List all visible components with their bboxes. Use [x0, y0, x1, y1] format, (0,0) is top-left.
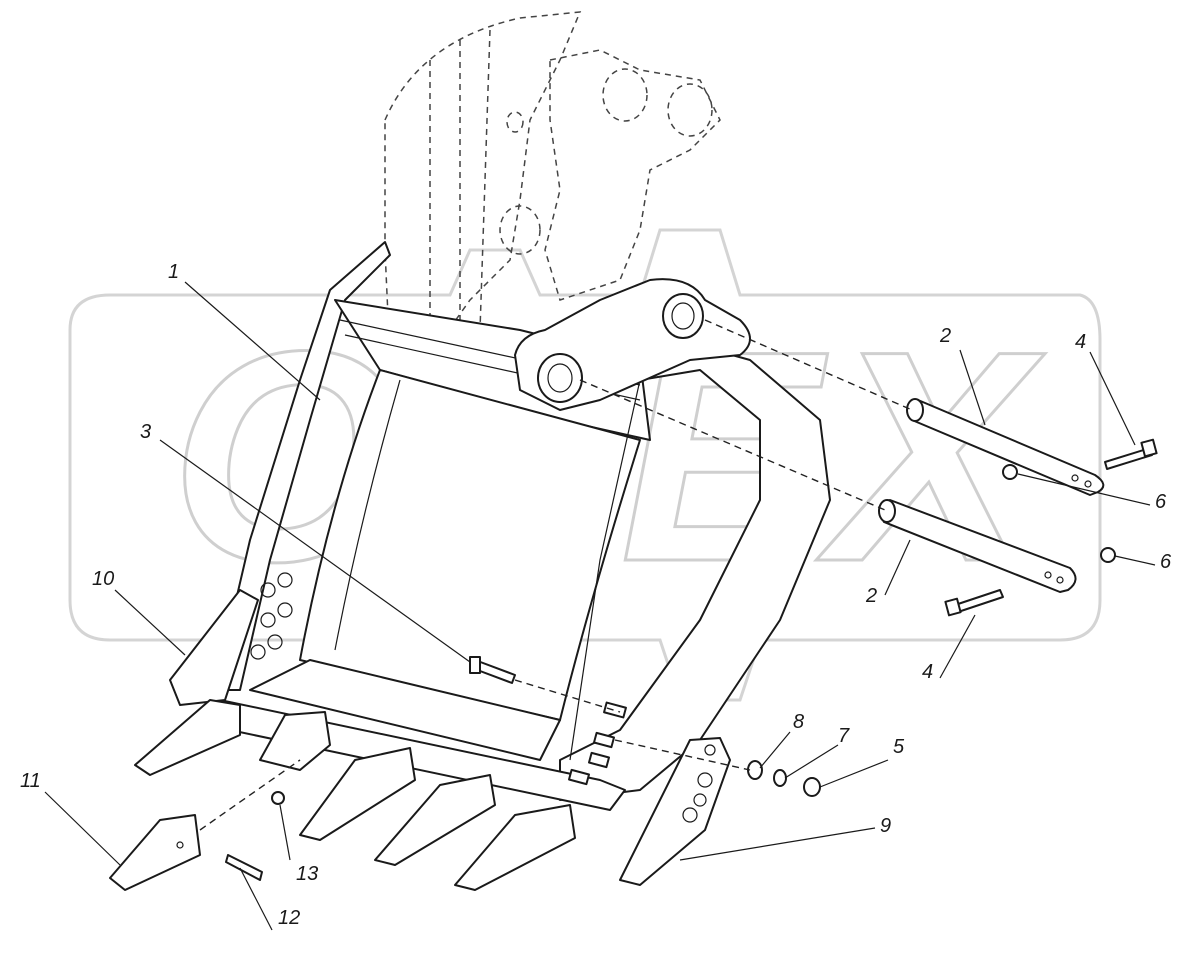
callout-2-lower: 2 [865, 585, 877, 607]
callout-8: 8 [793, 711, 804, 733]
callout-7: 7 [838, 725, 850, 747]
callout-13: 13 [296, 863, 318, 885]
callout-6-lower: 6 [1160, 551, 1172, 573]
nut-6-upper [1002, 464, 1018, 480]
nut-6-lower [1100, 547, 1116, 563]
callout-5: 5 [893, 736, 905, 758]
callout-1: 1 [168, 261, 179, 283]
callout-labels: 1 2 2 3 4 4 5 6 6 7 8 9 10 11 12 13 [20, 261, 1172, 929]
callout-12: 12 [278, 907, 300, 929]
bucket-body [214, 241, 831, 811]
washer-8 [747, 760, 763, 780]
callout-2-upper: 2 [939, 325, 951, 347]
side-cutter-right [619, 737, 731, 886]
callout-9: 9 [880, 815, 891, 837]
teeth-row [134, 699, 576, 891]
leader-lines [44, 281, 1156, 931]
callout-11: 11 [20, 770, 41, 792]
callout-10: 10 [92, 568, 114, 590]
callout-4-lower: 4 [922, 661, 933, 683]
side-cutter-left [169, 589, 259, 706]
callout-6-upper: 6 [1155, 491, 1167, 513]
bolt-4-upper [1104, 438, 1158, 470]
washer-7 [773, 769, 787, 787]
bolt-4-lower [944, 589, 1004, 617]
tooth-retainer [271, 791, 285, 805]
cutter-bolts [568, 701, 627, 786]
callout-4-upper: 4 [1075, 331, 1086, 353]
ghost-arm [384, 11, 721, 371]
watermark-gear [68, 228, 1102, 712]
bolt-3 [469, 656, 516, 684]
pin-lower [878, 499, 1077, 593]
pin-upper [906, 398, 1105, 496]
tooth-pin [225, 854, 263, 881]
callout-3: 3 [140, 421, 151, 443]
nut-5 [803, 777, 821, 797]
assembly-lines [199, 319, 913, 831]
detached-tooth [109, 814, 201, 891]
